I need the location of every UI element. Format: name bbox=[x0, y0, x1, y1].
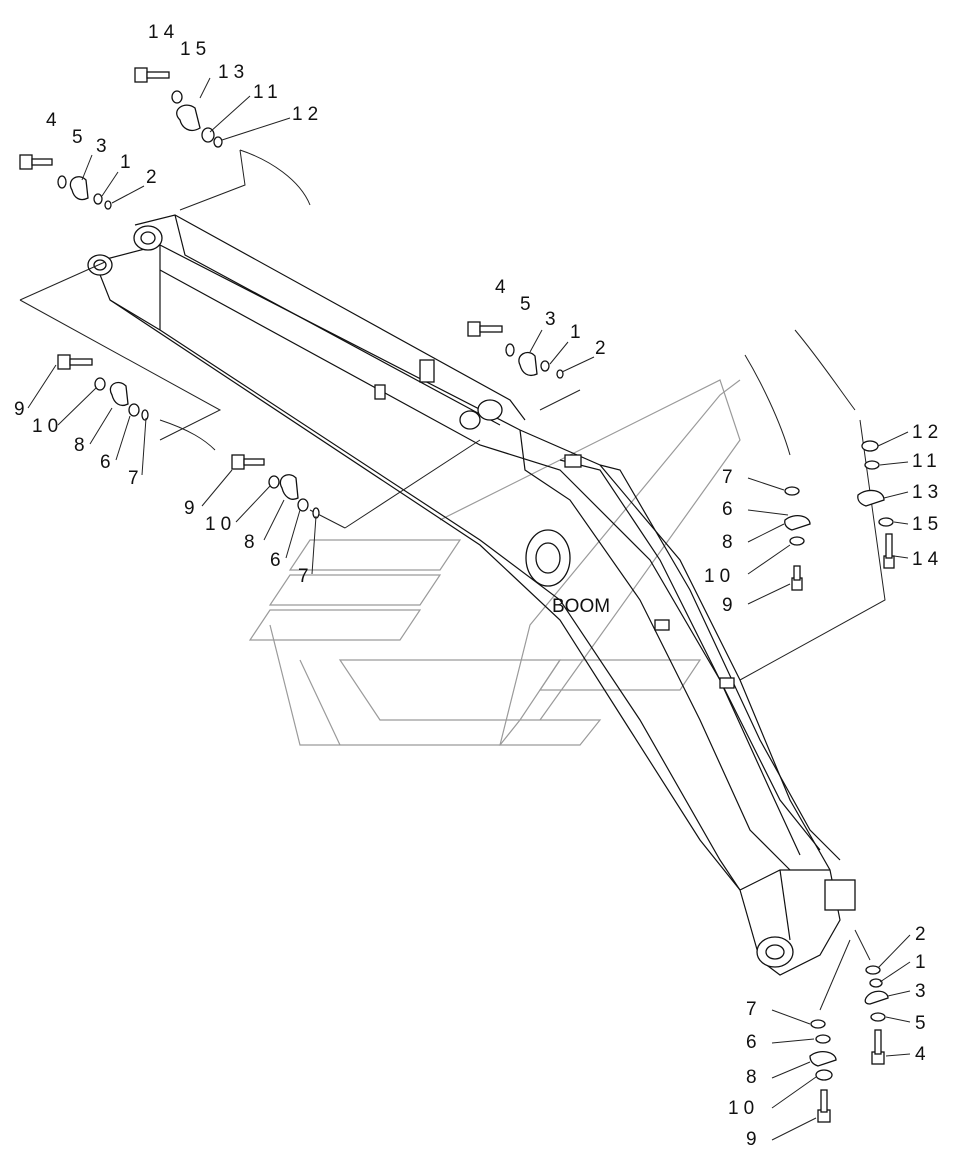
callout-11-top: 11 bbox=[253, 82, 283, 103]
callout-14-right: 14 bbox=[912, 549, 943, 570]
callout-2-bottom: 2 bbox=[915, 924, 931, 945]
callout-6-right: 6 bbox=[722, 499, 738, 520]
callout-13-top: 13 bbox=[218, 62, 249, 83]
callout-3-top: 3 bbox=[96, 136, 112, 157]
callout-15-right: 15 bbox=[912, 514, 943, 535]
boom-structure bbox=[87, 214, 856, 976]
callout-3-mid: 3 bbox=[545, 309, 561, 330]
callout-9-bottom: 9 bbox=[746, 1129, 762, 1150]
callout-6-bottom: 6 bbox=[746, 1032, 762, 1053]
callout-3-bottom: 3 bbox=[915, 981, 931, 1002]
callout-6-left: 6 bbox=[100, 452, 116, 473]
callout-5-top: 5 bbox=[72, 127, 88, 148]
callout-10-left: 10 bbox=[32, 416, 63, 437]
callout-7-left: 7 bbox=[128, 468, 144, 489]
callout-9-mid: 9 bbox=[184, 498, 200, 519]
callout-5-bottom: 5 bbox=[915, 1013, 931, 1034]
callout-7-right: 7 bbox=[722, 467, 738, 488]
callout-14-top: 14 bbox=[148, 22, 179, 43]
callout-8-bottom: 8 bbox=[746, 1067, 762, 1088]
callout-8-mid: 8 bbox=[244, 532, 260, 553]
callout-1-bottom: 1 bbox=[915, 952, 931, 973]
callout-10-right: 10 bbox=[704, 566, 735, 587]
callout-12-top: 12 bbox=[292, 104, 323, 125]
bolt-icon bbox=[19, 67, 895, 1123]
callout-4-mid: 4 bbox=[495, 277, 511, 298]
callout-1-mid: 1 bbox=[570, 322, 586, 343]
callout-10-bottom: 10 bbox=[728, 1098, 759, 1119]
boom-label: BOOM bbox=[552, 596, 610, 617]
clamp-icon bbox=[69, 104, 889, 1067]
callout-2-top: 2 bbox=[146, 167, 162, 188]
callout-8-right: 8 bbox=[722, 532, 738, 553]
washer-icon bbox=[57, 90, 894, 1081]
watermark-logo bbox=[248, 379, 741, 746]
callout-6-mid: 6 bbox=[270, 550, 286, 571]
callout-13-right: 13 bbox=[912, 482, 943, 503]
callout-8-left: 8 bbox=[74, 435, 90, 456]
callout-4-bottom: 4 bbox=[915, 1044, 931, 1065]
callout-5-mid: 5 bbox=[520, 294, 536, 315]
callout-9-right: 9 bbox=[722, 595, 738, 616]
callout-11-right: 11 bbox=[912, 451, 942, 472]
callout-leaders bbox=[27, 77, 911, 1141]
callout-10-mid: 10 bbox=[205, 514, 236, 535]
callout-15-top: 15 bbox=[180, 39, 211, 60]
callout-9-left: 9 bbox=[14, 399, 30, 420]
callout-7-mid: 7 bbox=[298, 566, 314, 587]
callout-2-mid: 2 bbox=[595, 338, 611, 359]
callout-12-right: 12 bbox=[912, 422, 943, 443]
callout-7-bottom: 7 bbox=[746, 999, 762, 1020]
callout-1-top: 1 bbox=[120, 152, 136, 173]
hoses-and-leaders bbox=[19, 149, 886, 1011]
callout-4-top: 4 bbox=[46, 110, 62, 131]
